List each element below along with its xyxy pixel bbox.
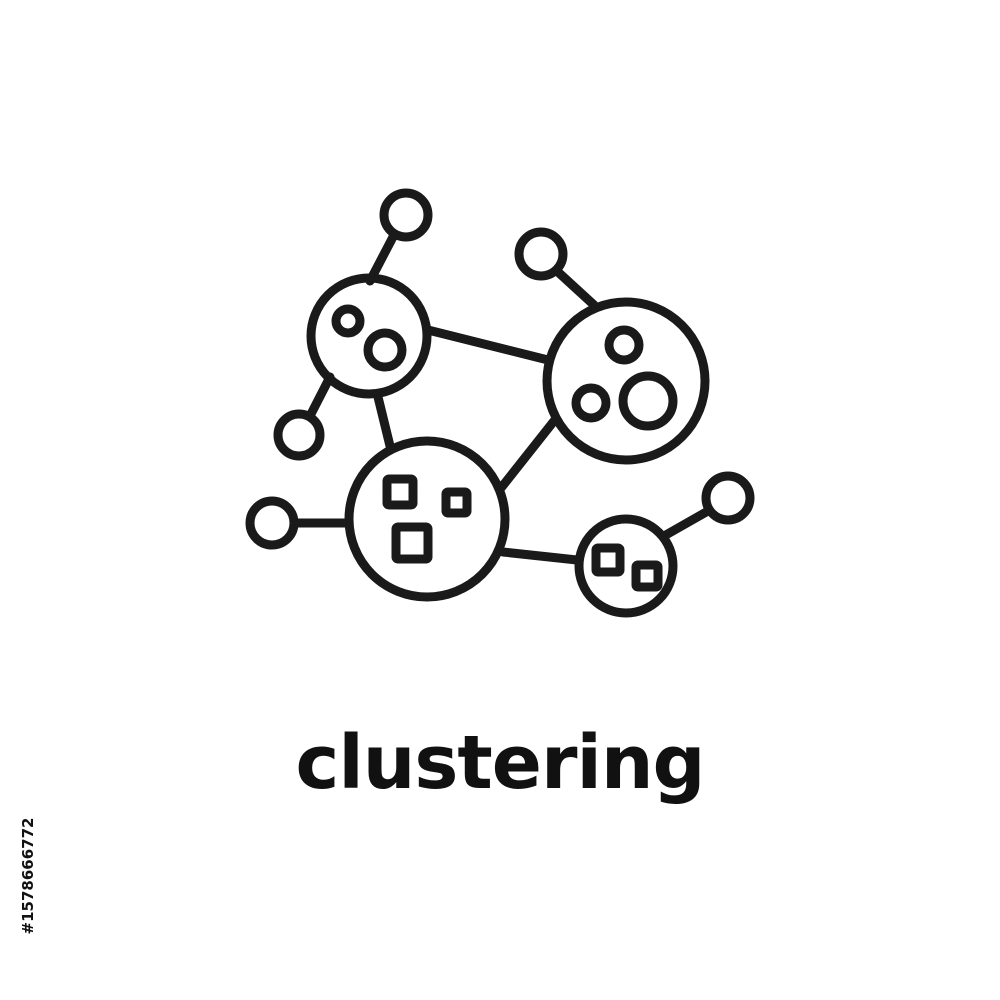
link-right-to-satellite-top bbox=[553, 267, 599, 310]
cluster-member-circle bbox=[618, 371, 678, 431]
satellite-node-top-right bbox=[514, 227, 568, 281]
link-center-to-small bbox=[498, 547, 582, 565]
cluster-member-circle bbox=[363, 328, 407, 372]
cluster-member-square bbox=[591, 543, 625, 577]
link-top-left-to-center bbox=[373, 392, 395, 451]
cluster-member-circle bbox=[604, 325, 644, 365]
cluster-member-square bbox=[391, 522, 433, 564]
link-right-to-center bbox=[496, 416, 559, 493]
satellite-node-top bbox=[379, 188, 433, 242]
cluster-top-left bbox=[306, 273, 432, 399]
satellite-node-right bbox=[701, 471, 755, 525]
cluster-small bbox=[574, 514, 678, 618]
cluster-member-square bbox=[441, 487, 472, 518]
cluster-center bbox=[344, 436, 510, 602]
satellite-node-far-left bbox=[245, 496, 299, 550]
satellite-node-left bbox=[273, 409, 325, 461]
cluster-member-circle bbox=[331, 304, 365, 338]
link-top-left-to-satellite-left bbox=[305, 372, 335, 421]
cluster-right bbox=[542, 297, 710, 465]
link-top-left-to-right bbox=[423, 325, 553, 365]
icon-caption: clustering bbox=[295, 720, 705, 806]
cluster-member-square bbox=[382, 474, 418, 510]
connection-lines bbox=[289, 230, 713, 565]
cluster-member-square bbox=[631, 560, 663, 592]
link-small-to-satellite-right bbox=[659, 506, 713, 541]
link-top-left-to-satellite-top bbox=[365, 230, 399, 286]
stock-id-label: #1578666772 bbox=[19, 817, 37, 935]
cluster-member-circle bbox=[571, 383, 611, 423]
